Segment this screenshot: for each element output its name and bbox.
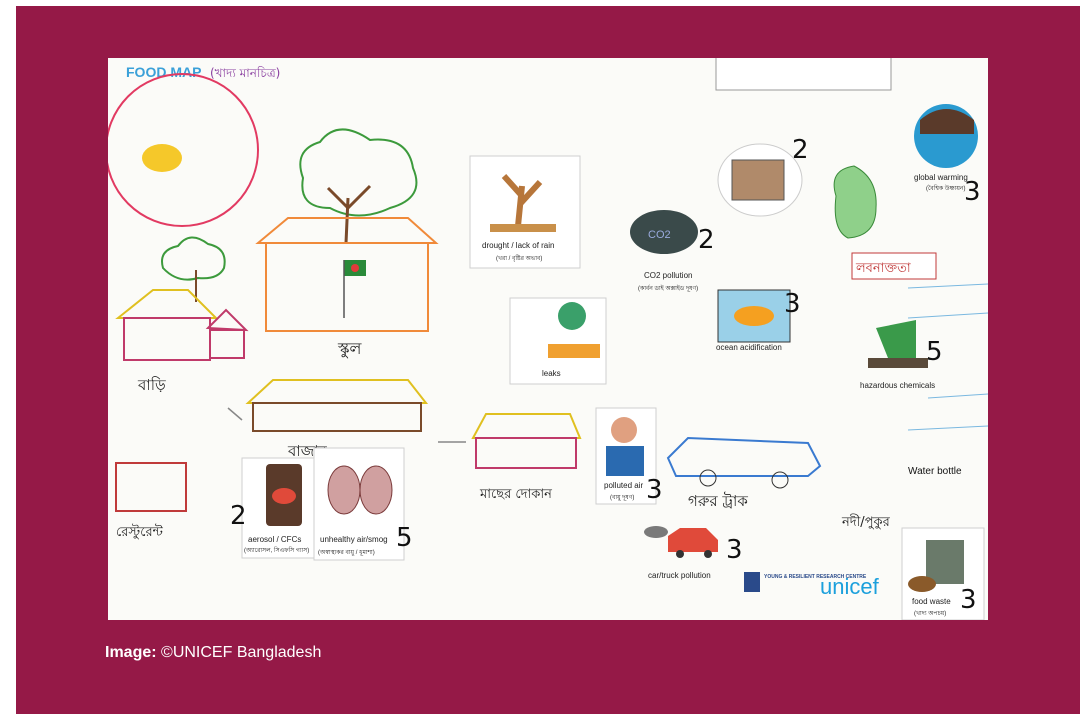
svg-text:(কার্বন ডাই অক্সাইড দূষণ): (কার্বন ডাই অক্সাইড দূষণ) — [638, 285, 698, 292]
svg-text:polluted air: polluted air — [604, 481, 643, 490]
svg-text:drought / lack of rain: drought / lack of rain — [482, 241, 554, 250]
small-tree-drawing — [161, 236, 226, 302]
svg-text:2: 2 — [230, 501, 247, 531]
map-title-bn: (খাদ্য মানচিত্র) — [210, 66, 280, 80]
arrow-home-market — [227, 407, 243, 421]
svg-text:5: 5 — [926, 337, 943, 367]
river-label: নদী/পুকুর — [841, 514, 891, 530]
svg-text:(অ্যারোসল, সিএফসি গ্যাস): (অ্যারোসল, সিএফসি গ্যাস) — [244, 547, 309, 554]
restaurant-drawing — [115, 462, 187, 512]
restaurant-label: রেস্টুরেন্ট — [116, 524, 164, 540]
svg-text:(খাদ্য অপচয়): (খাদ্য অপচয়) — [914, 611, 946, 617]
home-label: বাড়ি — [137, 376, 166, 394]
ocean-acidification-sticker: ocean acidification — [716, 289, 791, 352]
water-bottle-label: Water bottle — [908, 466, 962, 477]
svg-text:3: 3 — [646, 475, 663, 505]
map-title: FOOD MAP — [126, 64, 201, 80]
co2-sticker: CO2 CO2 pollution (কার্বন ডাই অক্সাইড দূ… — [630, 210, 698, 292]
leaks-sticker: leaks — [509, 297, 607, 385]
yrrc-logo: YOUNG & RESILIENT RESEARCH CENTRE — [744, 572, 867, 592]
polluted-air-sticker: polluted air (বায়ু দূষণ) — [595, 407, 657, 505]
caption-label: Image: — [105, 644, 157, 661]
svg-text:(বায়ু দূষণ): (বায়ু দূষণ) — [610, 495, 634, 501]
water-lines — [907, 283, 988, 431]
svg-text:2: 2 — [792, 135, 809, 165]
svg-text:aerosol / CFCs: aerosol / CFCs — [248, 535, 301, 544]
drought-sticker: drought / lack of rain (খরা / বৃষ্টির অভ… — [469, 155, 581, 269]
paper-strip — [715, 58, 892, 91]
caption-credit: ©UNICEF Bangladesh — [161, 644, 322, 661]
truck-drawing — [666, 436, 822, 489]
food-map-photo: FOOD MAP (খাদ্য মানচিত্র) স্কুল বাড়ি বা… — [108, 58, 988, 620]
school-label: স্কুল — [337, 339, 363, 358]
shop-drawing — [471, 413, 582, 469]
food-packaging-sticker — [717, 143, 803, 217]
global-warming-sticker: global warming (বৈশ্বিক উষ্ণায়ন) — [914, 104, 978, 192]
school-drawing — [255, 217, 439, 332]
svg-text:(খরা / বৃষ্টির অভাব): (খরা / বৃষ্টির অভাব) — [496, 255, 542, 262]
svg-text:unhealthy air/smog: unhealthy air/smog — [320, 535, 388, 544]
unicef-logo: unicef — [820, 574, 880, 599]
handwritten-numbers: 2 3 5 2 3 3 5 3 3 2 — [230, 135, 981, 615]
shop-label: মাছের দোকান — [479, 487, 552, 502]
svg-text:global warming: global warming — [914, 173, 968, 182]
svg-text:CO2 pollution: CO2 pollution — [644, 271, 692, 280]
car-pollution-sticker: car/truck pollution — [644, 526, 718, 580]
image-caption: Image: ©UNICEF Bangladesh — [105, 644, 321, 662]
truck-label: গরুর ট্রাক — [688, 492, 748, 510]
svg-text:3: 3 — [964, 177, 981, 207]
market-drawing — [245, 379, 429, 432]
svg-text:5: 5 — [396, 523, 413, 553]
svg-text:hazardous chemicals: hazardous chemicals — [860, 381, 935, 390]
svg-text:food waste: food waste — [912, 597, 951, 606]
svg-text:3: 3 — [784, 289, 801, 319]
salinity-box — [851, 252, 937, 280]
home-drawing — [115, 289, 249, 361]
hazardous-chemicals-sticker: hazardous chemicals — [860, 320, 935, 390]
svg-text:(অস্বাস্থ্যকর বায়ু / ধূমাশা): (অস্বাস্থ্যকর বায়ু / ধূমাশা) — [318, 550, 375, 556]
svg-text:car/truck pollution: car/truck pollution — [648, 571, 711, 580]
mangrove-drawing — [833, 165, 877, 239]
unhealthy-air-sticker: unhealthy air/smog (অস্বাস্থ্যকর বায়ু /… — [313, 447, 405, 561]
svg-text:3: 3 — [726, 535, 743, 565]
svg-text:leaks: leaks — [542, 369, 561, 378]
food-waste-sticker: food waste (খাদ্য অপচয়) — [901, 527, 985, 620]
svg-text:YOUNG & RESILIENT RESEARCH CEN: YOUNG & RESILIENT RESEARCH CENTRE — [764, 574, 867, 580]
svg-text:2: 2 — [698, 225, 715, 255]
svg-text:(বৈশ্বিক উষ্ণায়ন): (বৈশ্বিক উষ্ণায়ন) — [926, 184, 966, 192]
salinity-label: লবনাক্ততা — [855, 261, 911, 276]
sun-core — [142, 144, 182, 172]
sun-drawing — [108, 73, 259, 227]
svg-text:3: 3 — [960, 585, 977, 615]
co2-cloud-text: CO2 — [648, 229, 671, 241]
tree-drawing — [299, 128, 418, 244]
food-map-drawing: FOOD MAP (খাদ্য মানচিত্র) স্কুল বাড়ি বা… — [108, 58, 988, 620]
svg-text:ocean acidification: ocean acidification — [716, 343, 782, 352]
